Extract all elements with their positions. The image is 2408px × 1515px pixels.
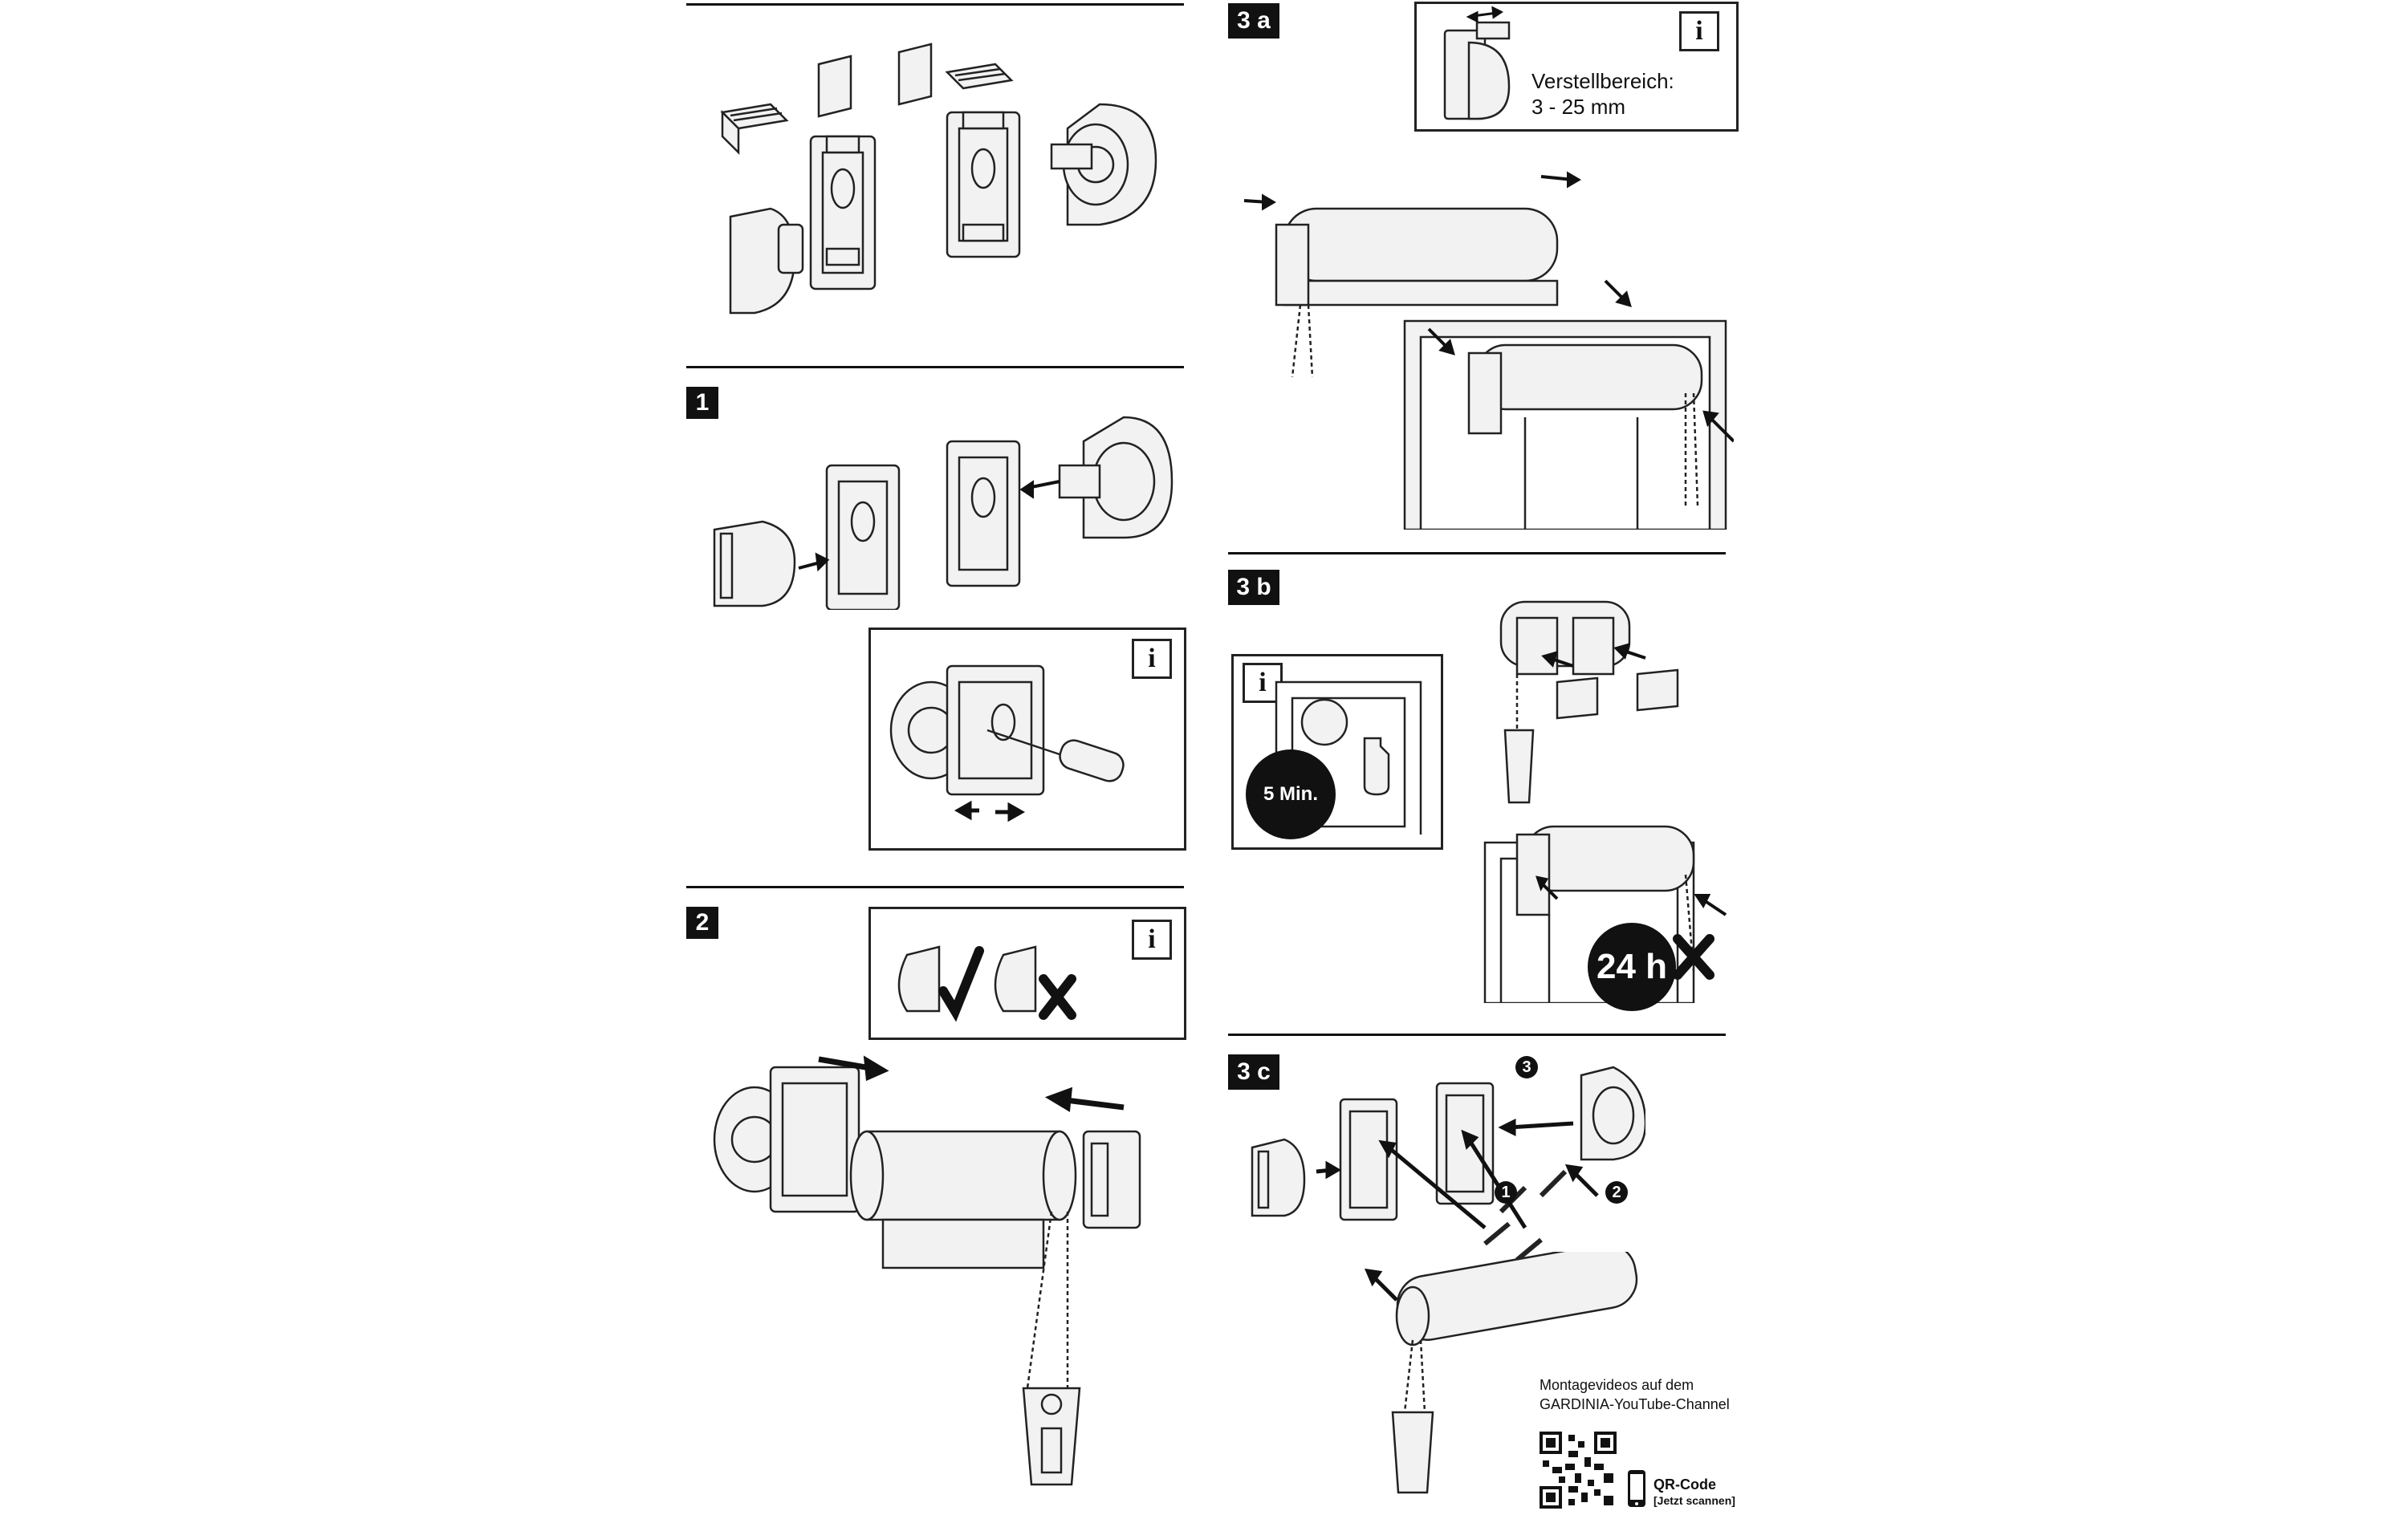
wait-24-hours-badge: 24 h (1588, 923, 1676, 1011)
exploded-parts-illustration (720, 43, 1157, 315)
qr-code-title: QR-Code (1653, 1476, 1716, 1493)
step-3a-mounting-illustration (1243, 171, 1734, 530)
section-2-rule (686, 886, 1184, 888)
step-3c-label: 3 c (1228, 1054, 1279, 1090)
qr-code-subtitle: [Jetzt scannen] (1653, 1494, 1735, 1507)
section-3c-rule (1228, 1034, 1726, 1036)
step-2-roller-illustration (713, 1055, 1141, 1486)
top-rule-left (686, 3, 1184, 6)
step-3c-number-1: 1 (1495, 1181, 1517, 1204)
screwdriver-adjust-illustration (889, 664, 1125, 822)
step-3c-roller-illustration (1364, 1252, 1638, 1494)
adjustment-range-value: 3 - 25 mm (1531, 95, 1626, 119)
step-3c-assembly-illustration (1251, 1066, 1645, 1262)
footer-line-1: Montagevideos auf dem (1540, 1377, 1694, 1393)
check-mark-icon (938, 946, 984, 1022)
footer-line-2: GARDINIA-YouTube-Channel (1540, 1396, 1730, 1412)
qr-code[interactable] (1540, 1432, 1617, 1509)
adjustment-range-illustration (1443, 6, 1511, 120)
step-3a-label: 3 a (1228, 3, 1279, 39)
adjustment-range-label: Verstellbereich: (1531, 69, 1674, 93)
info-icon-step-1: i (1132, 639, 1172, 679)
info-icon-step-2: i (1132, 920, 1172, 960)
cross-mark-icon (1039, 974, 1076, 1020)
wait-5-minutes-badge: 5 Min. (1246, 749, 1336, 839)
section-3b-rule (1228, 552, 1726, 554)
step-2-label: 2 (686, 907, 718, 939)
info-icon-step-3a: i (1679, 11, 1719, 51)
step-3c-number-3: 3 (1515, 1056, 1538, 1078)
section-1-rule (686, 366, 1184, 368)
cross-mark-icon (1673, 934, 1714, 980)
step-1-illustration (713, 416, 1173, 610)
step-1-label: 1 (686, 387, 718, 419)
step-3b-label: 3 b (1228, 570, 1279, 605)
clip-left (720, 103, 789, 156)
step-3b-adhesive-illustration (1499, 600, 1679, 804)
smartphone-icon (1628, 1470, 1645, 1507)
step-3c-number-2: 2 (1605, 1181, 1628, 1204)
orientation-correct-wrong-illustration (897, 945, 1076, 1022)
